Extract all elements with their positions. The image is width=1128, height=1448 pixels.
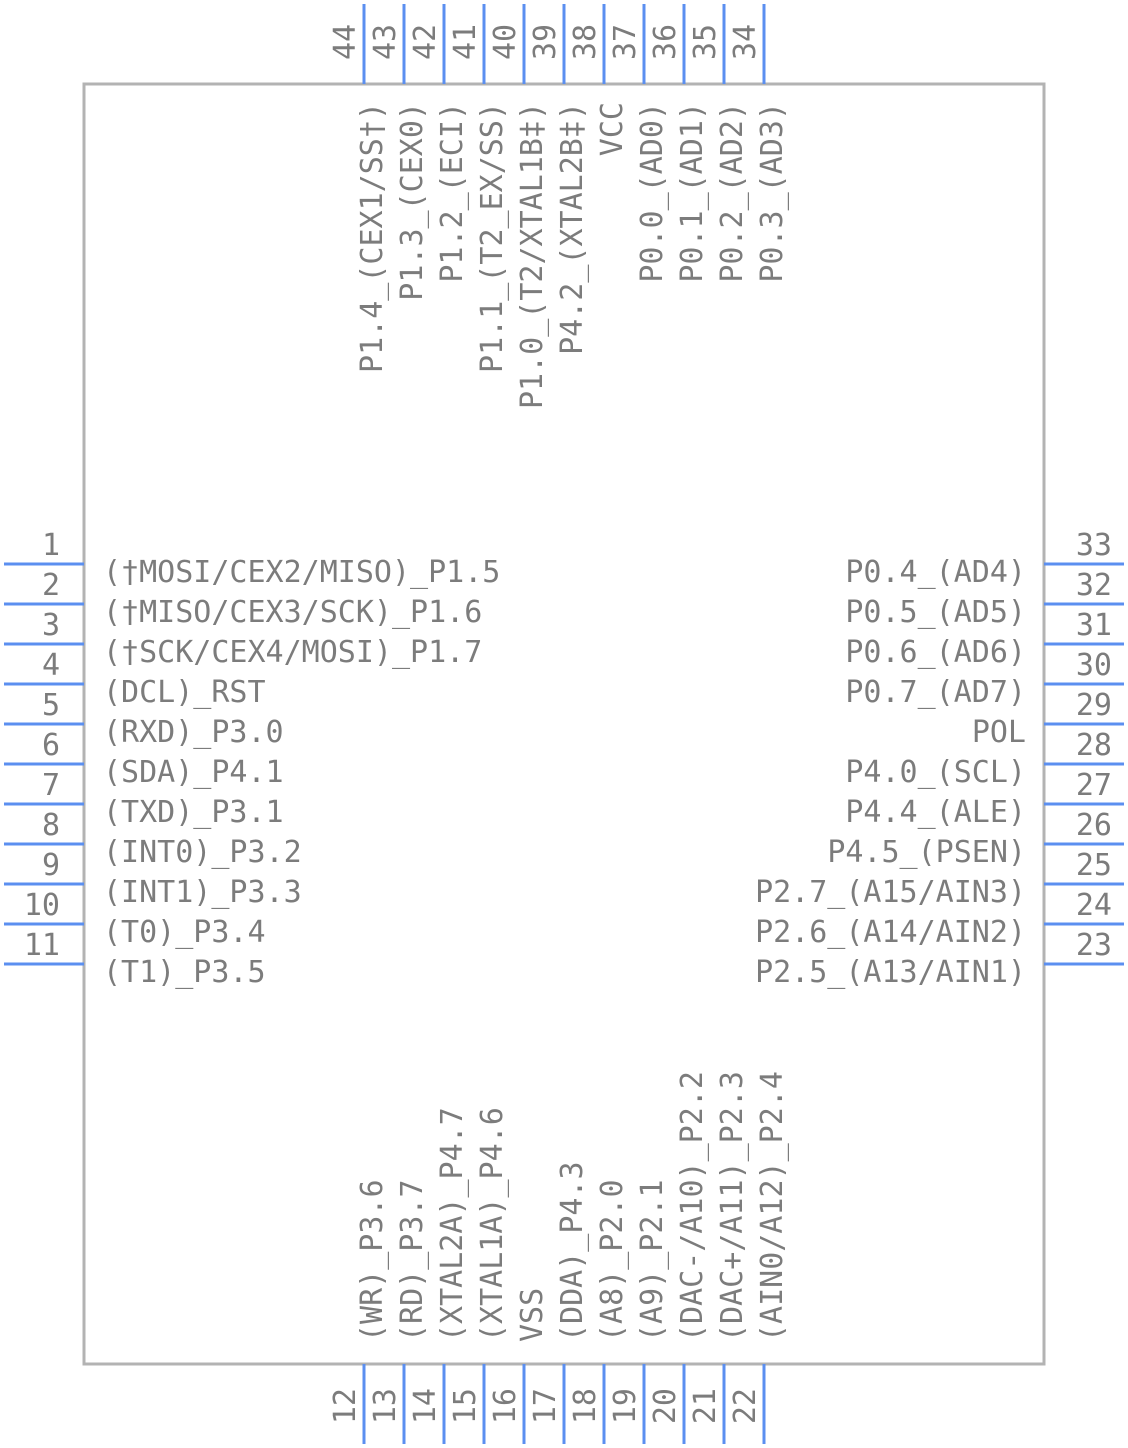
pin-label: (T0)_P3.4 (103, 915, 266, 950)
pin-number: 34 (728, 24, 763, 60)
pin-label: P0.0_(AD0) (635, 102, 670, 283)
pin-number: 21 (688, 1388, 723, 1424)
pin-label: P1.4_(CEX1/SS†) (355, 102, 390, 373)
pin-label: P4.4_(ALE) (845, 795, 1026, 830)
pin-number: 32 (1076, 568, 1112, 603)
pin-number: 13 (368, 1388, 403, 1424)
pin-number: 44 (328, 24, 363, 60)
pin-label: P1.0_(T2/XTAL1B‡) (515, 102, 550, 409)
pin-number: 28 (1076, 728, 1112, 763)
pin-number: 4 (42, 648, 60, 683)
pin-label: VSS (515, 1288, 550, 1342)
pin-number: 2 (42, 568, 60, 603)
pin-number: 23 (1076, 928, 1112, 963)
pin-number: 33 (1076, 528, 1112, 563)
pin-label: P0.1_(AD1) (675, 102, 710, 283)
pin-number: 5 (42, 688, 60, 723)
pin-label: (A9)_P2.1 (635, 1179, 670, 1342)
pin-number: 1 (42, 528, 60, 563)
pin-label: (T1)_P3.5 (103, 955, 266, 990)
pin-label: P2.6_(A14/AIN2) (755, 915, 1026, 950)
pin-number: 43 (368, 24, 403, 60)
pin-number: 24 (1076, 888, 1112, 923)
pin-label: VCC (595, 102, 630, 156)
pin-label: (TXD)_P3.1 (103, 795, 284, 830)
pin-label: P1.3_(CEX0) (395, 102, 430, 301)
pin-label: (†MOSI/CEX2/MISO)_P1.5 (103, 555, 500, 590)
pin-number: 42 (408, 24, 443, 60)
pin-label: P0.6_(AD6) (845, 635, 1026, 670)
pin-label: P0.7_(AD7) (845, 675, 1026, 710)
pin-label: (AIN0/A12)_P2.4 (755, 1071, 790, 1342)
pin-label: (SDA)_P4.1 (103, 755, 284, 790)
pin-number: 6 (42, 728, 60, 763)
pin-number: 18 (568, 1388, 603, 1424)
pin-number: 38 (568, 24, 603, 60)
pin-label: P2.5_(A13/AIN1) (755, 955, 1026, 990)
pin-label: (WR)_P3.6 (355, 1179, 390, 1342)
pin-label: (RD)_P3.7 (395, 1179, 430, 1342)
pin-label: (DAC-/A10)_P2.2 (675, 1071, 710, 1342)
pin-number: 14 (408, 1388, 443, 1424)
pin-number: 41 (448, 24, 483, 60)
pin-number: 3 (42, 608, 60, 643)
pin-label: (DDA)_P4.3 (555, 1161, 590, 1342)
pin-label: P0.3_(AD3) (755, 102, 790, 283)
pin-label: POL (972, 715, 1026, 750)
pin-number: 8 (42, 808, 60, 843)
pin-number: 16 (488, 1388, 523, 1424)
pin-number: 17 (528, 1388, 563, 1424)
pin-number: 26 (1076, 808, 1112, 843)
pin-label: (†MISO/CEX3/SCK)_P1.6 (103, 595, 482, 630)
pin-number: 27 (1076, 768, 1112, 803)
pin-number: 9 (42, 848, 60, 883)
pin-label: P4.2_(XTAL2B‡) (555, 102, 590, 355)
pin-label: (DAC+/A11)_P2.3 (715, 1071, 750, 1342)
pin-number: 39 (528, 24, 563, 60)
pin-label: (INT0)_P3.2 (103, 835, 302, 870)
pin-label: (DCL)_RST (103, 675, 266, 710)
pin-label: P1.2_(ECI) (435, 102, 470, 283)
pin-label: (A8)_P2.0 (595, 1179, 630, 1342)
pin-number: 11 (24, 928, 60, 963)
pin-number: 15 (448, 1388, 483, 1424)
pin-number: 12 (328, 1388, 363, 1424)
pin-number: 20 (648, 1388, 683, 1424)
ic-body-outline (82, 82, 1046, 1366)
pin-label: (RXD)_P3.0 (103, 715, 284, 750)
pin-number: 37 (608, 24, 643, 60)
pin-number: 25 (1076, 848, 1112, 883)
pin-number: 22 (728, 1388, 763, 1424)
pin-label: (XTAL2A)_P4.7 (435, 1107, 470, 1342)
pin-label: P0.2_(AD2) (715, 102, 750, 283)
pin-label: (INT1)_P3.3 (103, 875, 302, 910)
pin-label: P4.0_(SCL) (845, 755, 1026, 790)
pin-number: 29 (1076, 688, 1112, 723)
pin-label: P1.1_(T2_EX/SS) (475, 102, 510, 373)
pin-number: 30 (1076, 648, 1112, 683)
pin-label: (XTAL1A)_P4.6 (475, 1107, 510, 1342)
pin-number: 31 (1076, 608, 1112, 643)
pin-label: P4.5_(PSEN) (827, 835, 1026, 870)
pin-number: 7 (42, 768, 60, 803)
pin-number: 36 (648, 24, 683, 60)
bottom-pins: 12 (WR)_P3.6 13 (RD)_P3.7 14 (XTAL2A)_P4.7 15 (… (328, 1071, 790, 1444)
pin-number: 10 (24, 888, 60, 923)
left-pins: 1 (†MOSI/CEX2/MISO)_P1.5 2 (†MISO/CEX3/SCK)… (4, 528, 500, 990)
pin-label: P0.5_(AD5) (845, 595, 1026, 630)
pin-label: P0.4_(AD4) (845, 555, 1026, 590)
pin-label: (†SCK/CEX4/MOSI)_P1.7 (103, 635, 482, 670)
pin-number: 35 (688, 24, 723, 60)
pin-label: P2.7_(A15/AIN3) (755, 875, 1026, 910)
pin-number: 40 (488, 24, 523, 60)
pin-number: 19 (608, 1388, 643, 1424)
